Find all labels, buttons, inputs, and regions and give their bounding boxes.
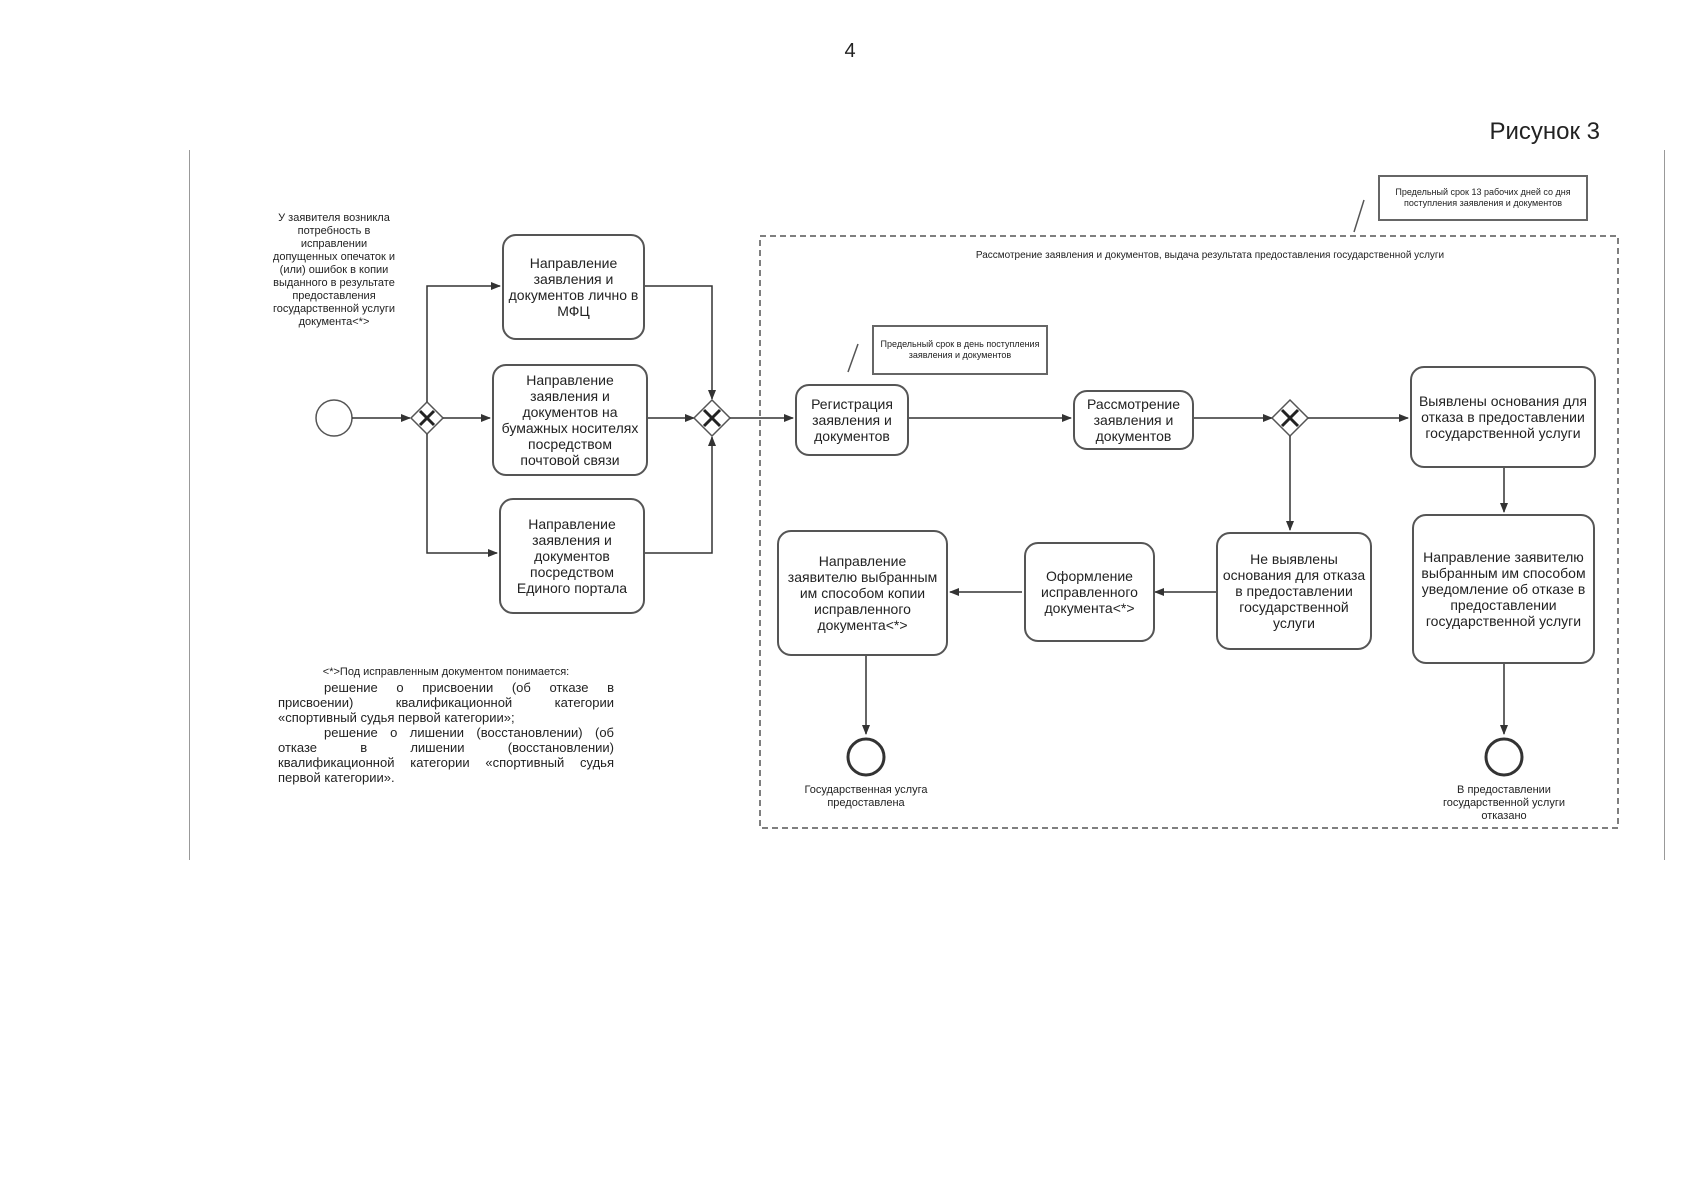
footnote-item-2: решение о лишении (восстановлении) (об о… — [278, 725, 614, 785]
task-send-refusal-notice: Направление заявителю выбранным им спосо… — [1412, 514, 1595, 664]
decision-gateway — [1270, 398, 1310, 438]
task-grounds-not-found: Не выявлены основания для отказа в предо… — [1216, 532, 1372, 650]
end-event-provided-circle — [846, 737, 886, 777]
task-send-corrected-copy: Направление заявителю выбранным им спосо… — [777, 530, 948, 656]
figure-label: Рисунок 3 — [1489, 118, 1600, 145]
frame-left-line — [189, 150, 190, 860]
frame-right-line — [1664, 150, 1665, 860]
page-number: 4 — [844, 40, 856, 62]
footnote-item-1: решение о присвоении (об отказе в присво… — [278, 680, 614, 725]
end-event-provided-label: Государственная услуга предоставлена — [804, 784, 928, 809]
registration-deadline-note: Предельный срок в день поступления заявл… — [872, 325, 1048, 375]
task-submit-by-mail: Направление заявления и документов на бу… — [492, 364, 648, 476]
join-gateway — [692, 398, 732, 438]
task-registration: Регистрация заявления и документов — [795, 384, 909, 456]
task-prepare-corrected-document: Оформление исправленного документа<*> — [1024, 542, 1155, 642]
start-event-label: У заявителя возникла потребность в испра… — [272, 212, 396, 328]
footnote-intro: <*>Под исправленным документом понимаетс… — [322, 666, 570, 678]
task-grounds-found: Выявлены основания для отказа в предоста… — [1410, 366, 1596, 468]
registration-deadline-connector — [847, 343, 859, 373]
pool-title: Рассмотрение заявления и документов, выд… — [975, 250, 1445, 261]
split-gateway — [409, 400, 445, 436]
pool-boundary — [759, 235, 1619, 829]
review-deadline-note: Предельный срок 13 рабочих дней со дня п… — [1378, 175, 1588, 221]
task-submit-in-person: Направление заявления и документов лично… — [502, 234, 645, 340]
task-review: Рассмотрение заявления и документов — [1073, 390, 1194, 450]
task-submit-via-portal: Направление заявления и документов посре… — [499, 498, 645, 614]
start-event-circle — [315, 399, 353, 437]
footnote: <*>Под исправленным документом понимаетс… — [278, 665, 614, 785]
end-event-refused-label: В предоставлении государственной услуги … — [1443, 784, 1565, 822]
review-deadline-connector — [1353, 199, 1365, 233]
end-event-refused-circle — [1484, 737, 1524, 777]
